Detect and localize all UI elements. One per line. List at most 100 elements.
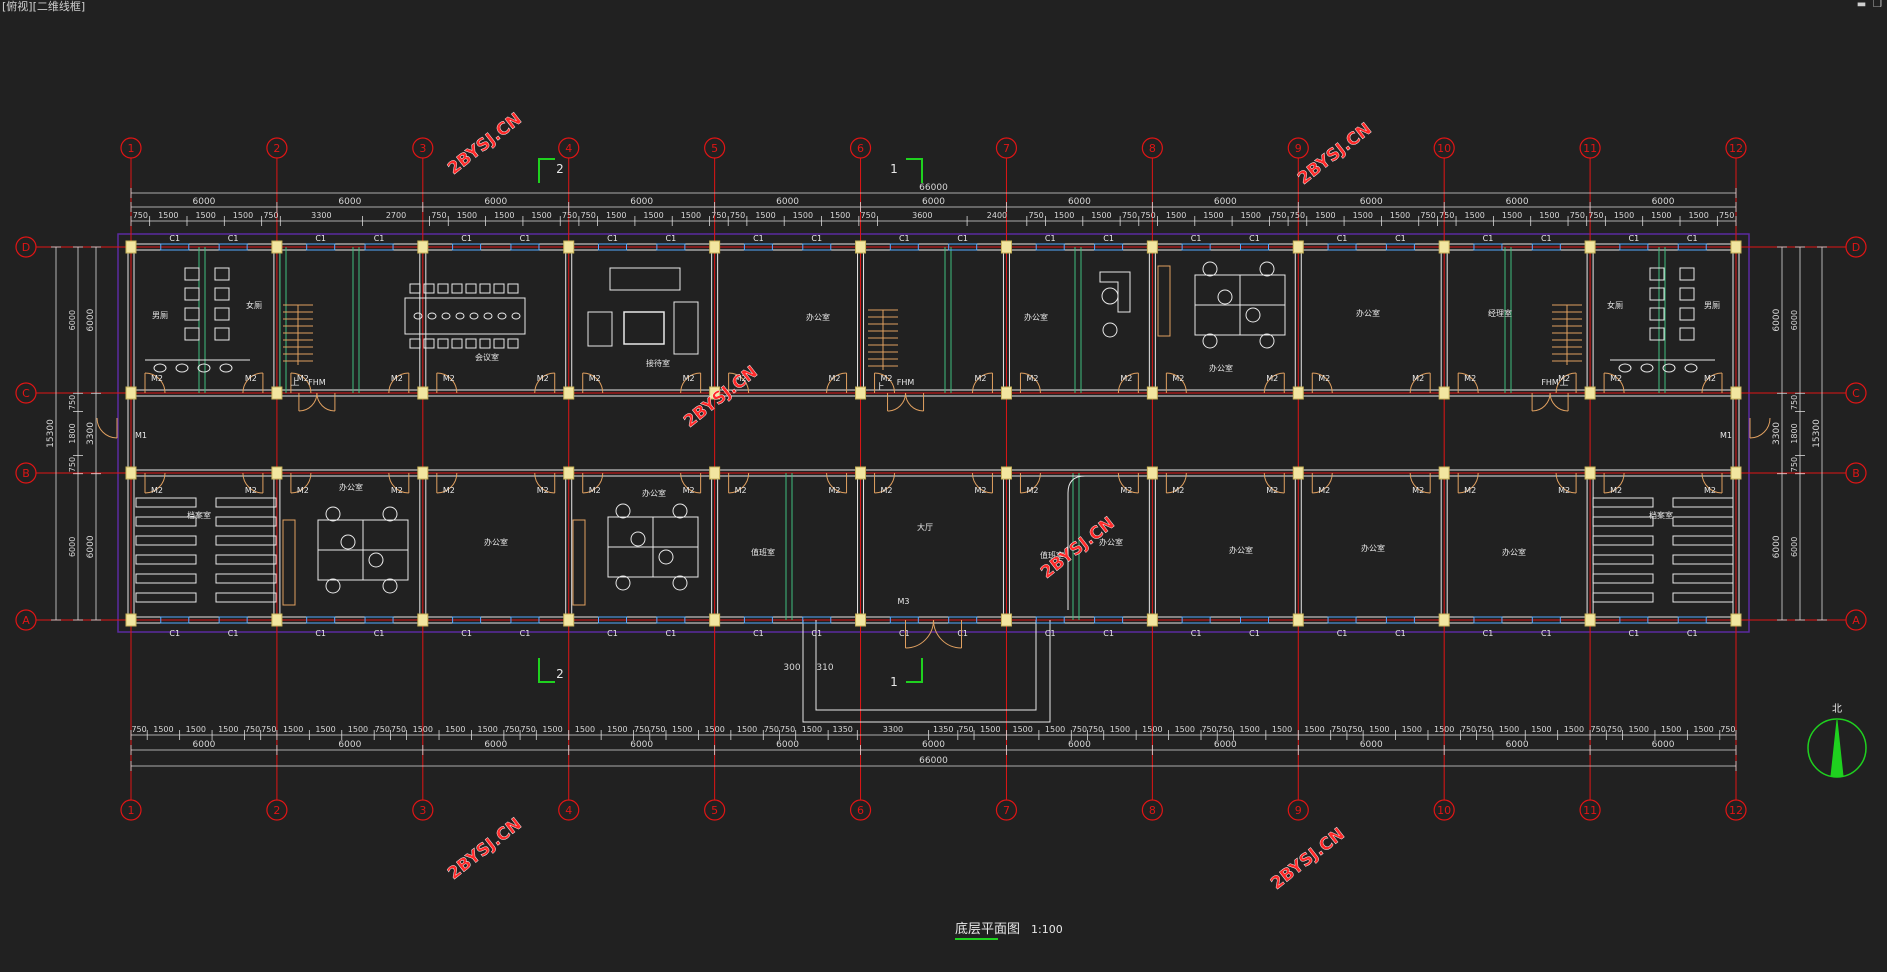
office-chair — [1245, 307, 1261, 323]
door-swing — [1701, 372, 1723, 394]
north-label: 北 — [1832, 703, 1842, 715]
window-label: C1 — [228, 234, 239, 243]
archive-shelf — [215, 592, 277, 603]
archive-shelf — [135, 573, 197, 584]
restore-icon[interactable]: ❐ — [1873, 0, 1882, 10]
archive-shelf — [215, 497, 277, 508]
window-mark — [1531, 243, 1561, 251]
dim-detail-top-value: 750 — [1439, 211, 1454, 220]
viewport-title[interactable]: [俯视][二维线框] — [2, 0, 86, 13]
axis-label: 2 — [273, 804, 280, 817]
dim-bays-bottom-value: 6000 — [1360, 740, 1383, 750]
door-label: M2 — [1412, 374, 1424, 383]
door-label: M2 — [735, 374, 747, 383]
column — [1292, 240, 1304, 254]
office-chair — [325, 578, 341, 594]
archive-shelf — [1592, 592, 1654, 603]
dim-detail-top-value: 1500 — [1203, 211, 1223, 220]
dim-detail-bottom-value: 1500 — [1175, 725, 1195, 734]
axis-label: D — [22, 241, 30, 254]
dim-detail-top-value: 750 — [861, 211, 876, 220]
window-label: C1 — [957, 629, 968, 638]
chair — [451, 283, 463, 294]
dim-side-total-left-value: 15300 — [46, 419, 56, 448]
axis-bubble — [15, 609, 37, 631]
window-mark — [510, 616, 540, 624]
door-label: M2 — [1266, 486, 1278, 495]
door-swing — [905, 392, 924, 412]
dim-detail-top-value: 750 — [562, 211, 577, 220]
column — [1438, 466, 1450, 480]
window-mark — [452, 616, 482, 624]
column — [563, 386, 575, 400]
dim-bays-bottom-value: 6000 — [776, 740, 799, 750]
dim-detail-bottom-value: 1500 — [1629, 725, 1649, 734]
axis-bubble — [1845, 236, 1867, 258]
door-label: M2 — [1026, 486, 1038, 495]
door-swing — [316, 392, 335, 412]
dim-detail-top-value: 1500 — [457, 211, 477, 220]
door-label: M2 — [589, 486, 601, 495]
dim-side-right-value: 1800 — [1790, 423, 1799, 443]
stair-label: 上 — [875, 382, 884, 393]
window-mark — [889, 616, 919, 624]
column — [1730, 240, 1742, 254]
window-label: C1 — [1687, 629, 1698, 638]
column — [125, 466, 137, 480]
dim-bays-top-value: 6000 — [630, 197, 653, 207]
dim-detail-top-value: 750 — [1719, 211, 1734, 220]
office-chair — [1101, 287, 1119, 305]
door-label: M2 — [1464, 486, 1476, 495]
toilet-fixture — [184, 327, 200, 341]
dim-detail-bottom-value: 750 — [521, 725, 536, 734]
window-mark — [948, 616, 978, 624]
column — [271, 466, 283, 480]
axis-bubble — [1433, 799, 1455, 821]
door-label: M2 — [974, 374, 986, 383]
office-chair — [615, 575, 631, 591]
axis-label: 3 — [419, 142, 426, 155]
dim-detail-top-value: 1500 — [1465, 211, 1485, 220]
window-mark — [743, 243, 773, 251]
section-mark — [906, 158, 923, 183]
window-mark — [1385, 616, 1415, 624]
entrance-dim: 300 — [783, 663, 800, 673]
window-label: C1 — [1249, 234, 1260, 243]
axis-label: 7 — [1003, 142, 1010, 155]
window-mark — [510, 243, 540, 251]
watermark-text: 2BYSJ.CN — [1037, 513, 1119, 583]
door-label: M2 — [1704, 374, 1716, 383]
dim-detail-bottom-value: 1500 — [1369, 725, 1389, 734]
door-label: M2 — [1120, 486, 1132, 495]
door-label: M1 — [135, 431, 147, 440]
door-swing — [933, 619, 962, 649]
door-label: M2 — [443, 486, 455, 495]
armchair — [587, 311, 613, 347]
window-label: C1 — [374, 629, 385, 638]
column — [1292, 613, 1304, 627]
door-swing — [1409, 472, 1431, 494]
door-label: M2 — [1026, 374, 1038, 383]
place-setting — [497, 312, 507, 320]
door-swing — [242, 372, 263, 394]
minimize-icon[interactable]: ▬ — [1856, 0, 1867, 10]
door-swing — [144, 372, 166, 394]
canopy-inner — [815, 620, 1037, 711]
window-label: C1 — [520, 234, 531, 243]
dim-bays-bottom-value: 6000 — [1214, 740, 1237, 750]
room-label: 办公室 — [1361, 543, 1385, 553]
dim-detail-bottom-value: 1500 — [1531, 725, 1551, 734]
office-chair — [1102, 322, 1118, 338]
column — [1730, 466, 1742, 480]
column — [709, 240, 721, 254]
dim-detail-bottom-value: 750 — [958, 725, 973, 734]
axis-label: A — [1852, 614, 1860, 627]
axis-label: 12 — [1729, 142, 1743, 155]
office-chair — [672, 575, 688, 591]
dim-detail-top-value: 2400 — [987, 211, 1007, 220]
archive-shelf — [135, 516, 197, 527]
window-mark — [598, 243, 627, 251]
chair — [423, 338, 435, 349]
place-setting — [469, 312, 479, 320]
